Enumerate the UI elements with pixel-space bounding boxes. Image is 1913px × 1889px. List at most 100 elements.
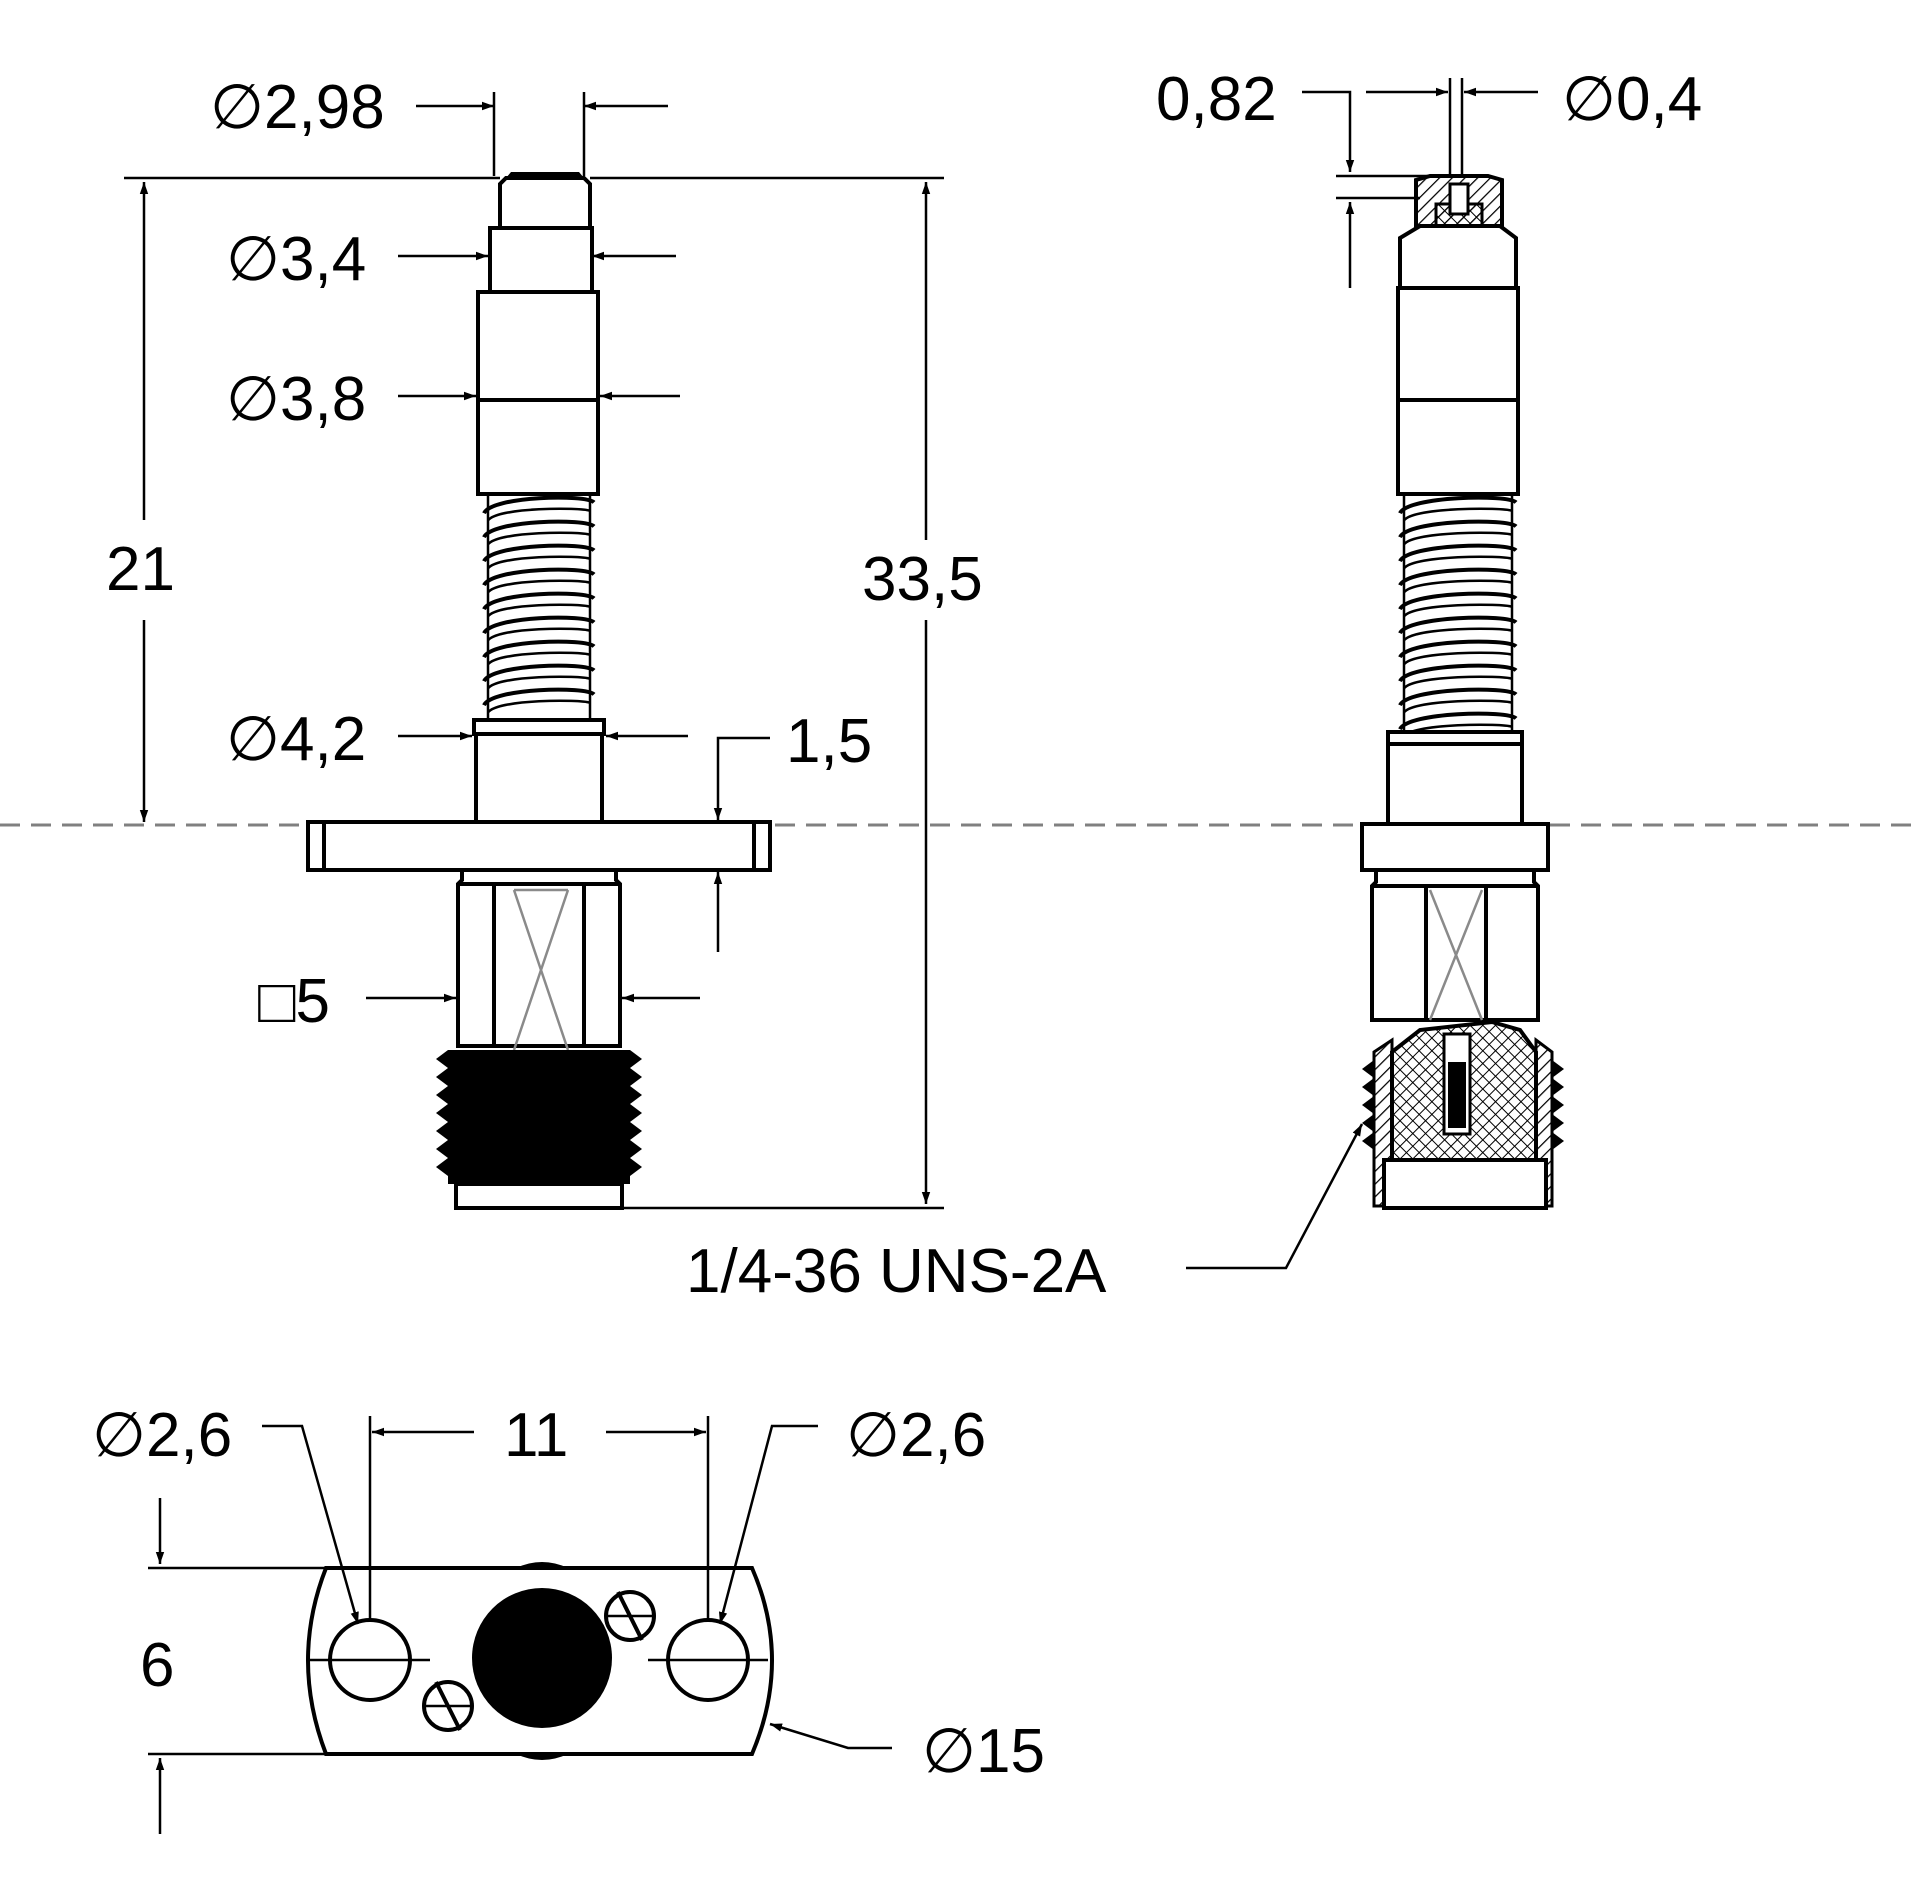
thread-tooth <box>630 1050 642 1068</box>
flange-view <box>306 1562 774 1760</box>
section-collar <box>1396 286 1520 402</box>
spring-coil-back <box>1403 555 1513 570</box>
screw-head-left <box>422 1680 474 1732</box>
spring-coil <box>482 639 596 659</box>
thread-tooth <box>436 1122 448 1140</box>
thread-tooth <box>630 1122 642 1140</box>
spring-coil-back <box>487 699 591 714</box>
thread-tooth <box>436 1140 448 1158</box>
spring-coil <box>482 495 596 515</box>
dimension-labels: ∅2,98 ∅3,4 ∅3,8 ∅4,2 1,5 □5 21 33,5 0,82… <box>92 65 1702 1786</box>
spring-coil-back <box>487 531 591 546</box>
svg-text:□5: □5 <box>258 967 330 1036</box>
flange-side <box>306 820 772 872</box>
spring-coil <box>1398 591 1518 611</box>
label-flange-height: 6 <box>140 1631 174 1700</box>
thread-tooth <box>1552 1096 1564 1114</box>
spring-coil <box>1398 639 1518 659</box>
spring-coil <box>482 543 596 563</box>
diameter-symbol: ∅ <box>1562 65 1616 134</box>
spring-coil <box>482 615 596 635</box>
svg-text:∅0,4: ∅0,4 <box>1562 65 1702 134</box>
svg-text:∅15: ∅15 <box>922 1717 1045 1786</box>
svg-text:∅3,8: ∅3,8 <box>226 365 366 434</box>
spring-coil <box>482 687 596 707</box>
diameter-symbol: ∅ <box>226 705 280 774</box>
section-bottom <box>1382 1158 1548 1210</box>
label-tip-depth: 0,82 <box>1156 65 1277 134</box>
thread-tooth <box>630 1104 642 1122</box>
spring <box>482 494 596 720</box>
section-thread-teeth-right <box>1552 1060 1564 1150</box>
thread-tooth <box>436 1104 448 1122</box>
section-flange <box>1360 822 1550 872</box>
thread-tooth <box>1362 1060 1374 1078</box>
spring-coil-back <box>487 579 591 594</box>
diameter-symbol: ∅ <box>226 365 280 434</box>
svg-text:∅3,4: ∅3,4 <box>226 225 366 294</box>
label-thread-spec: 1/4-36 UNS-2A <box>686 1237 1107 1306</box>
thread-tooth <box>1362 1114 1374 1132</box>
diameter-symbol: ∅ <box>210 73 264 142</box>
thread-tooth <box>1552 1132 1564 1150</box>
thread-tooth <box>436 1068 448 1086</box>
probe-collar <box>488 226 594 294</box>
label-hole-spacing: 11 <box>504 1401 568 1470</box>
thread-tooth <box>630 1158 642 1176</box>
label-body-diameter: 3,8 <box>280 365 366 434</box>
label-flange-thickness: 1,5 <box>786 707 872 776</box>
section-view <box>1360 174 1564 1210</box>
thread-tooth <box>1552 1078 1564 1096</box>
thread-tooth <box>436 1050 448 1068</box>
spring-coil <box>1398 567 1518 587</box>
thread-tooth <box>436 1086 448 1104</box>
section-hex <box>1370 868 1540 1022</box>
thread-tooth <box>630 1140 642 1158</box>
spring-coil-back <box>487 603 591 618</box>
section-body <box>1396 398 1520 496</box>
center-contact <box>472 1588 612 1728</box>
spring-coil-back <box>1403 627 1513 642</box>
spring-coil-back <box>1403 651 1513 666</box>
label-collar-diameter: 3,4 <box>280 225 366 294</box>
label-total-length: 33,5 <box>862 545 983 614</box>
label-left-hole-diameter: 2,6 <box>146 1401 232 1470</box>
dimension-lines <box>124 78 1538 1834</box>
spring-coil <box>482 663 596 683</box>
label-hex-size: 5 <box>295 967 329 1036</box>
spring-coil <box>1398 687 1518 707</box>
probe-tip-cap <box>506 172 584 178</box>
side-view <box>306 172 772 1210</box>
probe-body <box>476 290 600 496</box>
thread-tooth <box>630 1068 642 1086</box>
section-tip-hole <box>1448 182 1470 216</box>
section-hex-cross <box>1428 889 1484 1021</box>
spring-coil-back <box>487 507 591 522</box>
thread-tooth <box>1552 1114 1564 1132</box>
thread-tooth <box>1362 1132 1374 1150</box>
thread-side <box>436 1050 642 1184</box>
diameter-symbol: ∅ <box>846 1401 900 1470</box>
spring-coil-back <box>1403 603 1513 618</box>
spring-coil-back <box>1403 507 1513 522</box>
thread-tooth <box>630 1086 642 1104</box>
spring-coil <box>1398 711 1518 731</box>
spring-coil-back <box>487 627 591 642</box>
spring-coil <box>1398 519 1518 539</box>
spring-coil-back <box>1403 699 1513 714</box>
diameter-symbol: ∅ <box>922 1717 976 1786</box>
hex-body <box>456 868 622 1048</box>
svg-text:∅2,6: ∅2,6 <box>92 1401 232 1470</box>
square-symbol: □ <box>258 967 296 1036</box>
spring-coil <box>1398 495 1518 515</box>
spring-coil <box>482 591 596 611</box>
label-flange-diameter: 15 <box>976 1717 1045 1786</box>
probe-bottom <box>454 1182 624 1210</box>
svg-text:∅4,2: ∅4,2 <box>226 705 366 774</box>
spring-coil <box>482 519 596 539</box>
section-thread-teeth-left <box>1362 1060 1374 1150</box>
thread-tooth <box>1362 1096 1374 1114</box>
section-tip-shoulder <box>1398 224 1518 290</box>
spring-coil <box>1398 543 1518 563</box>
